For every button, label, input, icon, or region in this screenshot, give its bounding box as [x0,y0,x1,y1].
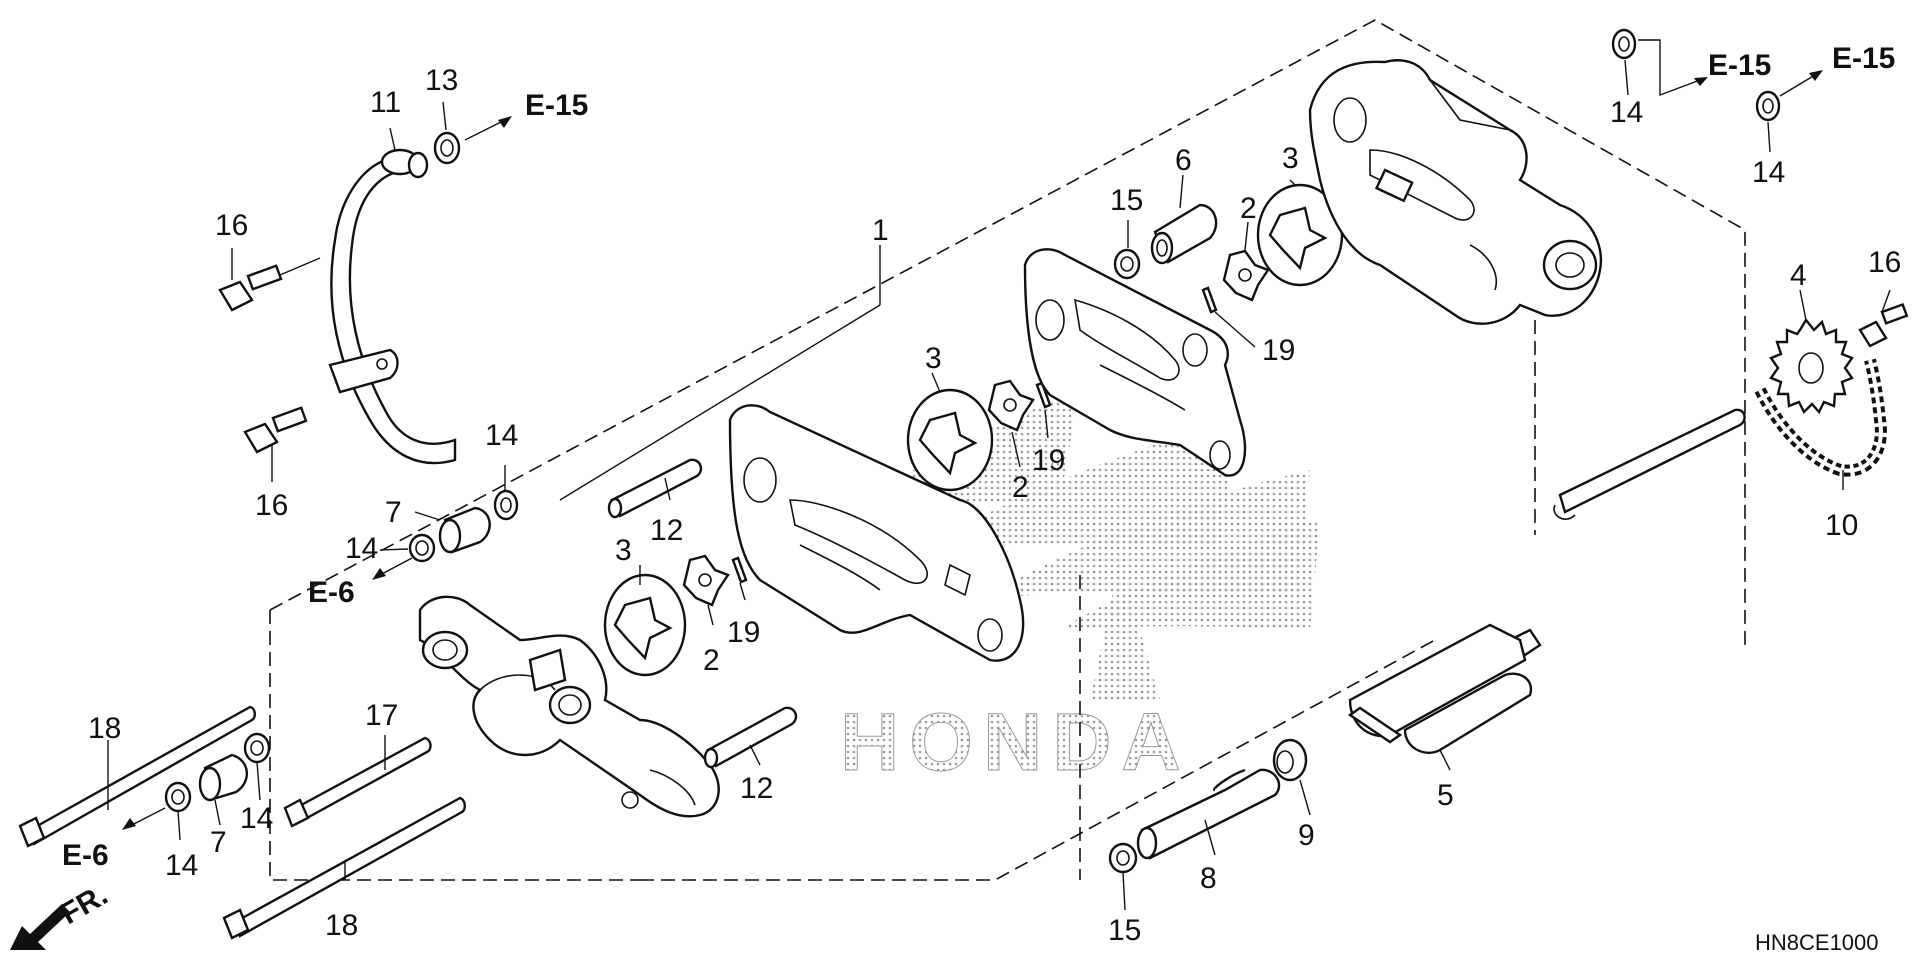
reference-e15-upper: E-15 [1708,49,1771,82]
o-ring-14-c [243,732,271,764]
reference-labels: E-15 E-15 E-15 E-6 E-6 FR. HN8CE1000 [55,42,1895,955]
callout-14: 14 [240,802,273,835]
callout-4: 4 [1790,259,1807,292]
callout-9: 9 [1298,819,1315,852]
drive-sprocket [1769,317,1854,415]
dowel-pin-upper [607,458,703,519]
pump-housing-front [418,595,720,818]
callout-15: 15 [1108,914,1141,947]
callout-14: 14 [165,849,198,882]
callout-18: 18 [325,909,358,942]
honda-wing-watermark: HONDA [820,390,1320,789]
callout-19: 19 [1262,334,1295,367]
pump-bolt-long-lower [222,796,466,940]
pump-bolt-long-upper [18,705,256,848]
joint-collar-lower [198,753,248,802]
pump-housing-rear [1308,59,1603,325]
pump-bolt-short [283,736,432,828]
dowel-pin-lower [703,706,798,769]
o-ring-15-b [1108,842,1138,874]
callout-13: 13 [425,64,458,97]
pin-lower [731,556,748,584]
pin-upper [1201,286,1218,314]
strainer-seal [1272,738,1308,782]
o-ring-14-d [164,781,192,813]
callout-14: 14 [1752,156,1785,189]
callout-8: 8 [1200,862,1217,895]
pump-shaft [1553,408,1746,520]
pin-middle [1035,381,1052,409]
reference-arrows [122,39,1823,830]
strainer-pipe [1136,768,1281,860]
pump-plate-middle [728,404,1025,662]
callout-10: 10 [1825,509,1858,542]
reference-e6-upper: E-6 [308,576,355,609]
callout-3: 3 [925,342,942,375]
o-ring-15-a [1113,248,1141,280]
callout-2: 2 [1012,471,1029,504]
o-ring-14-b [408,533,436,563]
callout-5: 5 [1437,779,1454,812]
o-ring-14-a [493,489,519,521]
sprocket-bolt [1858,302,1909,348]
callout-14: 14 [345,532,378,565]
callout-2: 2 [1240,192,1257,225]
watermark-text: HONDA [840,697,1191,788]
callout-11: 11 [370,86,401,119]
callout-7: 7 [385,496,402,529]
callout-17: 17 [365,699,398,732]
inner-rotor-middle [987,379,1035,432]
leader-lines [107,59,1891,911]
reference-e6-lower: E-6 [62,839,109,872]
o-ring-14-f [1755,90,1781,122]
callout-15: 15 [1110,184,1143,217]
callout-19: 19 [1032,444,1065,477]
callout-3: 3 [1282,142,1299,175]
callout-2: 2 [703,644,720,677]
outer-rotor-lower [603,573,687,677]
reference-e15-right: E-15 [1832,42,1895,75]
callout-3: 3 [615,534,632,567]
o-ring-13 [433,131,461,165]
assembly-outline [269,19,1746,881]
callout-12: 12 [650,514,683,547]
front-marker: FR. [55,878,113,931]
joint-collar-upper [438,506,491,554]
callout-18: 18 [88,712,121,745]
callout-14: 14 [1610,96,1643,129]
callout-12: 12 [740,772,773,805]
callout-7: 7 [210,826,227,859]
callout-14: 14 [485,419,518,452]
callout-labels: 1 2 2 2 3 3 3 4 5 6 7 7 8 9 10 11 12 12 … [88,64,1901,947]
collar-6 [1150,203,1218,265]
o-ring-14-e [1611,28,1637,60]
callout-19: 19 [727,616,760,649]
pump-plate-upper [1023,248,1247,477]
drawing-code: HN8CE1000 [1755,930,1879,955]
callout-1: 1 [872,214,889,247]
reference-e15-pipe: E-15 [525,89,588,122]
front-direction-arrow-icon [10,904,70,950]
drive-chain [1754,358,1887,477]
inner-rotor-lower [682,554,730,607]
flange-bolt-lower [243,406,308,454]
oil-pipe [328,148,457,465]
callout-6: 6 [1175,144,1192,177]
oil-strainer [1347,623,1542,754]
callout-16: 16 [215,209,248,242]
outer-rotor-middle [906,388,994,492]
callout-16: 16 [255,489,288,522]
callout-16: 16 [1868,246,1901,279]
flange-bolt-upper [218,257,321,312]
inner-rotor-upper [1222,249,1270,302]
